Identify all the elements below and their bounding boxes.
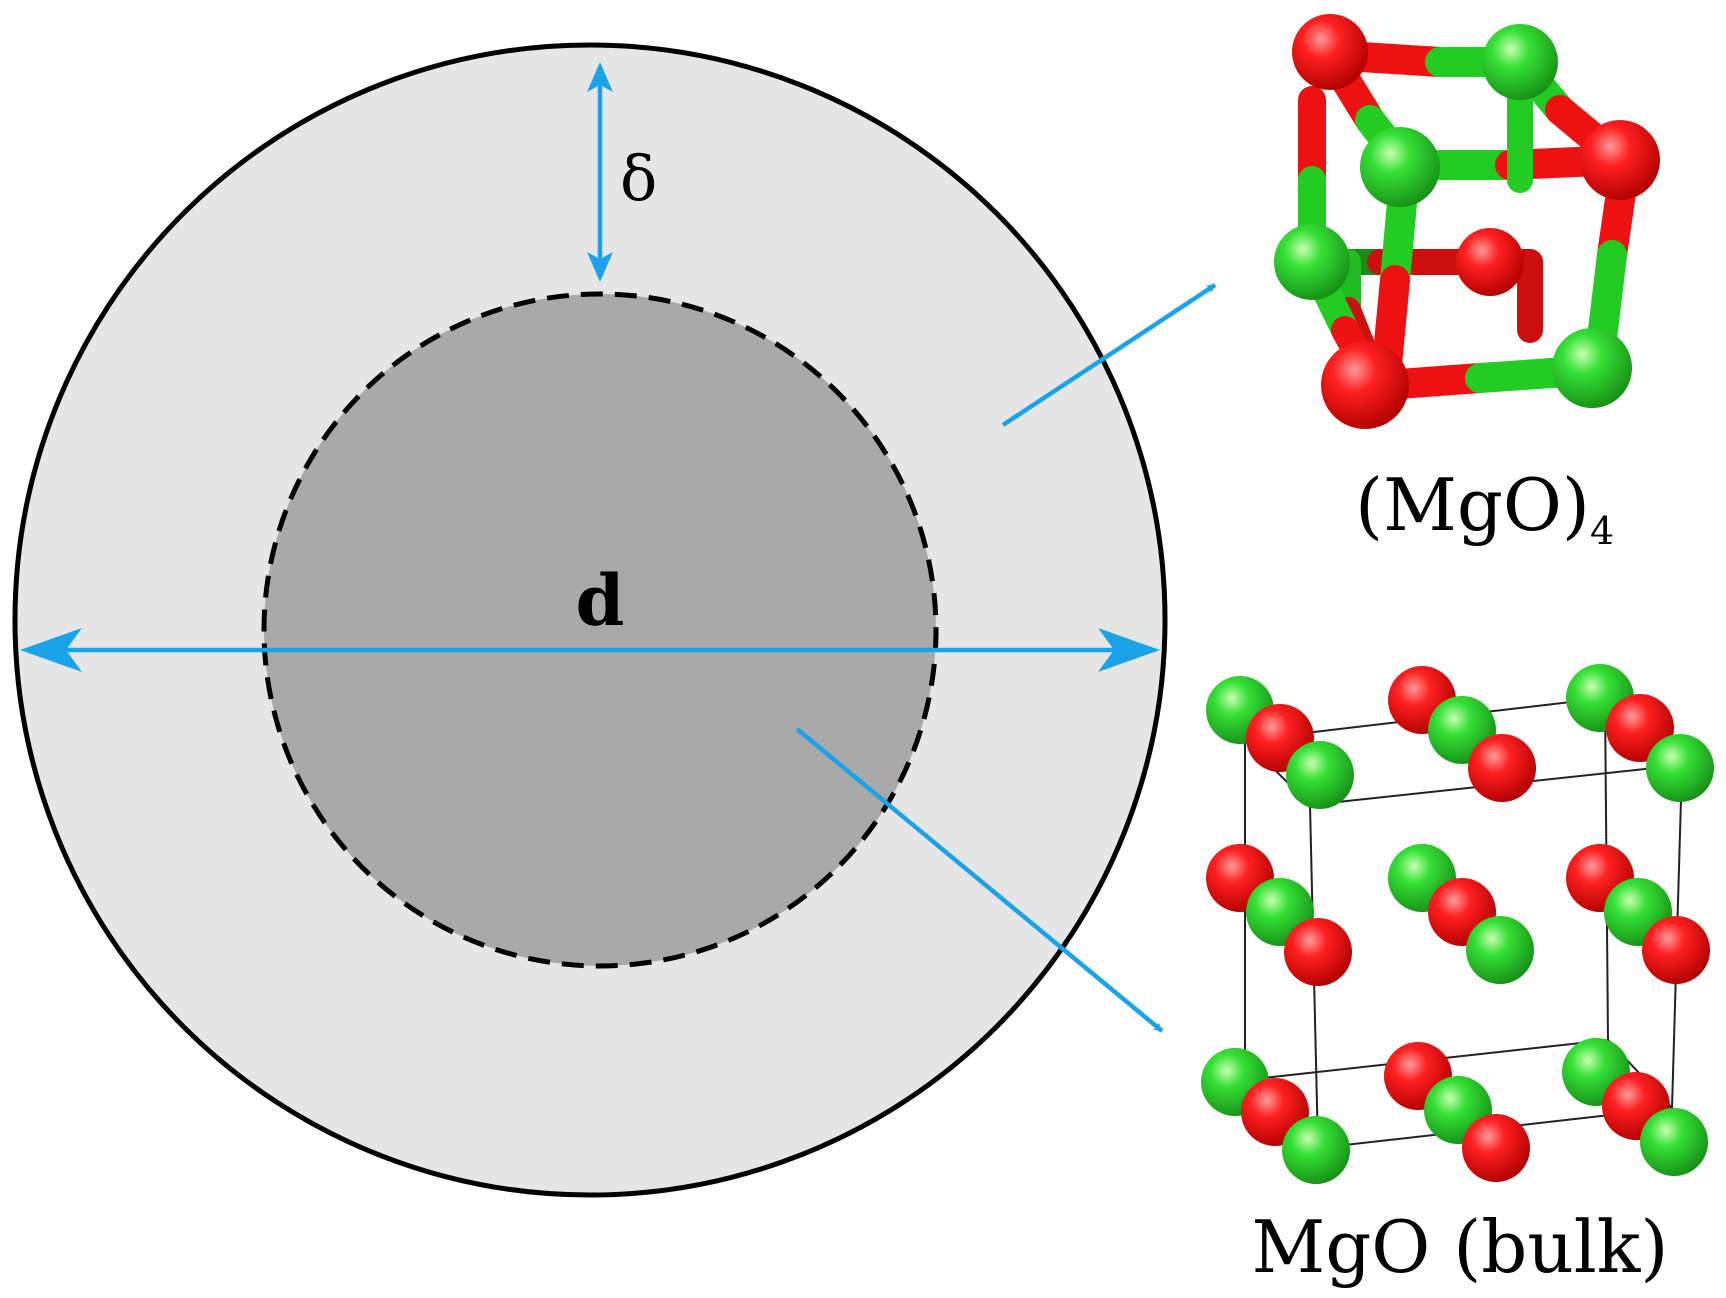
- arrowhead-right: [1098, 628, 1160, 672]
- shell-to-cluster-arrow: [1001, 283, 1217, 427]
- magnesium-atom: [1466, 916, 1534, 984]
- arrows: [28, 70, 1217, 1033]
- bulk-label: MgO (bulk): [1251, 1205, 1668, 1289]
- oxygen-atom: [1468, 734, 1536, 802]
- core-to-bulk-arrow: [795, 727, 1164, 1033]
- arrowhead-left: [20, 628, 82, 672]
- magnesium-atom: [1640, 1108, 1708, 1176]
- oxygen-atom: [1642, 916, 1710, 984]
- mgo4-cluster: (MgO)4: [1274, 14, 1660, 553]
- oxygen-atom: [1321, 341, 1409, 429]
- magnesium-atom: [1274, 224, 1350, 300]
- oxygen-atom: [1292, 14, 1368, 90]
- arrowhead-up: [587, 62, 613, 92]
- oxygen-atom: [1284, 918, 1352, 986]
- oxygen-atom: [1456, 228, 1524, 296]
- magnesium-atom: [1286, 741, 1354, 809]
- magnesium-atom: [1482, 24, 1558, 100]
- oxygen-atom: [1580, 120, 1660, 200]
- delta-label: δ: [620, 142, 657, 215]
- magnesium-atom: [1360, 127, 1440, 207]
- mgo-bulk-crystal: MgO (bulk): [1201, 664, 1714, 1289]
- bulk-atoms: [1201, 664, 1714, 1184]
- oxygen-atom: [1462, 1114, 1530, 1182]
- double-arrow-heads: [20, 62, 1160, 672]
- magnesium-atom: [1552, 328, 1632, 408]
- cluster-label: (MgO)4: [1355, 463, 1614, 553]
- cluster-formula: (MgO): [1355, 463, 1590, 547]
- magnesium-atom: [1646, 734, 1714, 802]
- arrowhead-down: [587, 252, 613, 282]
- diameter-label: d: [576, 559, 625, 642]
- cluster-subscript: 4: [1590, 509, 1614, 553]
- magnesium-atom: [1282, 1116, 1350, 1184]
- cluster-atoms: [1274, 14, 1660, 429]
- nanoparticle: [12, 42, 1168, 1198]
- core-region: [261, 291, 939, 969]
